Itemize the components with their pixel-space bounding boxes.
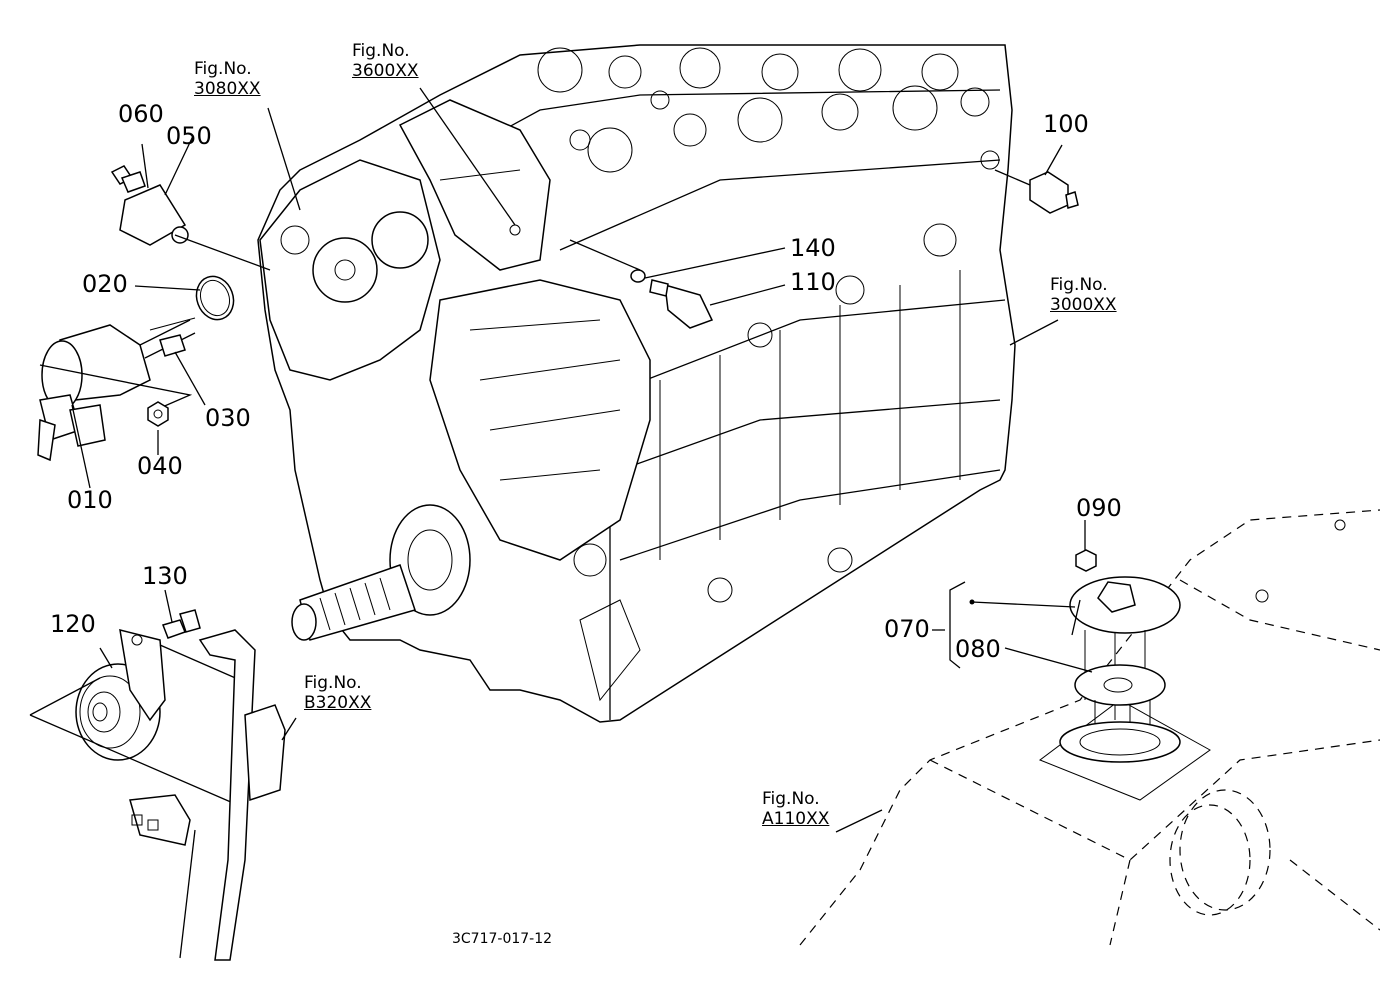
fig-ref-3600: Fig.No. 3600XX — [352, 41, 419, 81]
callout-080: 080 — [955, 635, 1001, 663]
fig-ref-label: Fig.No. — [1050, 275, 1108, 295]
callout-110: 110 — [790, 268, 836, 296]
fig-ref-label: Fig.No. — [194, 59, 252, 79]
callout-140: 130 — [142, 562, 188, 590]
callout-120: 140 — [790, 234, 836, 262]
fuel-tank-drawing — [799, 509, 1380, 946]
fig-ref-number: B320XX — [304, 692, 372, 713]
stud-030-drawing — [149, 317, 196, 357]
sensor-110-drawing — [569, 239, 714, 329]
fig-ref-3000: Fig.No. 3000XX — [1050, 275, 1117, 315]
fuel-sender-unit-drawing — [1059, 549, 1181, 763]
fig-ref-a110: Fig.No. A110XX — [762, 789, 830, 829]
bolt-060-drawing — [110, 165, 146, 193]
callout-100: 100 — [1043, 110, 1089, 138]
callout-070: 070 — [884, 615, 930, 643]
drawing-code: 3C717-017-12 — [452, 931, 553, 947]
fig-ref-number: A110XX — [762, 808, 830, 829]
engine-block-drawing — [257, 44, 1016, 723]
callout-130: 120 — [50, 610, 96, 638]
switch-100-drawing — [994, 169, 1079, 214]
horn-drawing — [29, 609, 241, 807]
fig-ref-3080: Fig.No. 3080XX — [194, 59, 261, 99]
callout-010: 010 — [67, 486, 113, 514]
callout-090: 090 — [1076, 494, 1122, 522]
leader-lines — [71, 87, 1093, 833]
callout-040: 040 — [137, 452, 183, 480]
nut-040-drawing — [147, 401, 169, 427]
callout-050: 050 — [166, 122, 212, 150]
bracket-drawing — [129, 629, 286, 961]
fig-ref-label: Fig.No. — [762, 789, 820, 809]
solenoid-010-drawing — [37, 319, 196, 462]
callout-060: 060 — [118, 100, 164, 128]
fig-ref-number: 3000XX — [1050, 294, 1117, 315]
oring-020-drawing — [195, 275, 235, 321]
fig-ref-b320: Fig.No. B320XX — [304, 673, 372, 713]
fig-ref-label: Fig.No. — [352, 41, 410, 61]
fig-ref-label: Fig.No. — [304, 673, 362, 693]
fig-ref-number: 3080XX — [194, 78, 261, 99]
sensor-050-drawing — [119, 184, 271, 271]
callout-020: 020 — [82, 270, 128, 298]
callout-030: 030 — [205, 404, 251, 432]
fig-ref-number: 3600XX — [352, 60, 419, 81]
